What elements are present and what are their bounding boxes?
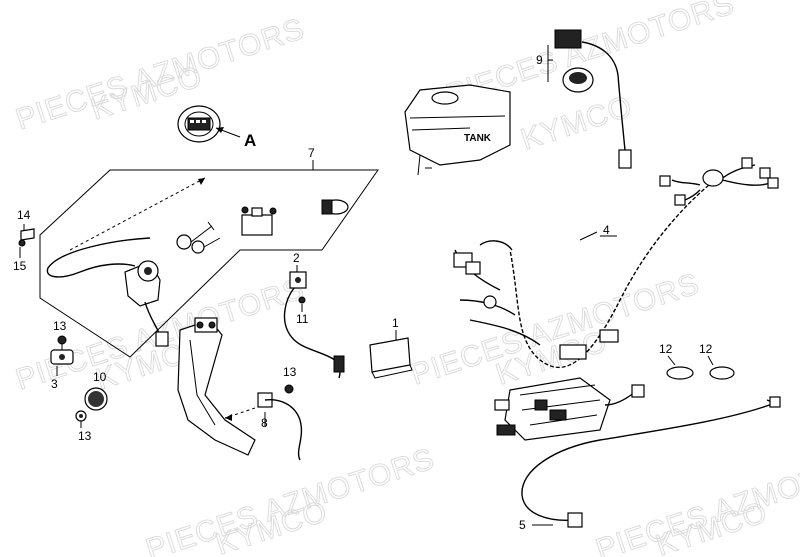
tank-label: TANK — [464, 133, 492, 144]
callout-15: 15 — [13, 259, 27, 273]
callout-9: 9 — [536, 53, 543, 67]
callout-12-left: 12 — [659, 342, 673, 356]
part-7-key-set: 7 — [39, 146, 379, 358]
callout-13-top: 13 — [53, 319, 67, 333]
part-1-cdi-unit: 1 — [369, 316, 413, 379]
callout-1: 1 — [392, 316, 399, 330]
callout-13-mid: 13 — [283, 365, 297, 379]
part-13-screw: 13 — [283, 365, 297, 394]
callout-10: 10 — [93, 370, 107, 384]
part-12-clamps: 12 12 — [659, 342, 735, 380]
callout-13-bottom: 13 — [78, 429, 92, 443]
callout-8: 8 — [261, 416, 268, 430]
part-4-wire-harness: 4 — [453, 157, 779, 441]
callout-4: 4 — [603, 223, 610, 237]
callout-11: 11 — [296, 312, 309, 326]
parts-2-11: 2 11 — [283, 251, 345, 379]
part-9-fuel-sensor: 9 — [536, 29, 632, 169]
callout-5: 5 — [519, 518, 526, 532]
fuel-tank: TANK — [404, 84, 511, 176]
callout-12-right: 12 — [699, 342, 713, 356]
part-5-ground-cable: 5 — [519, 396, 781, 532]
callout-7: 7 — [308, 146, 315, 160]
callout-a: A — [244, 131, 256, 150]
callout-3: 3 — [51, 377, 58, 391]
watermark-text: PIECES AZMOTORS — [142, 442, 439, 557]
parts-14-15: 14 15 — [13, 208, 35, 273]
watermark-text: KYMCO — [517, 90, 637, 157]
parts-3-13: 13 3 — [50, 319, 74, 391]
part-8-bracket: 8 — [177, 317, 303, 461]
callout-14: 14 — [17, 208, 31, 222]
callout-2: 2 — [293, 251, 300, 265]
detail-a-connector: A — [177, 105, 256, 150]
parts-10-13: 10 13 — [75, 370, 108, 443]
